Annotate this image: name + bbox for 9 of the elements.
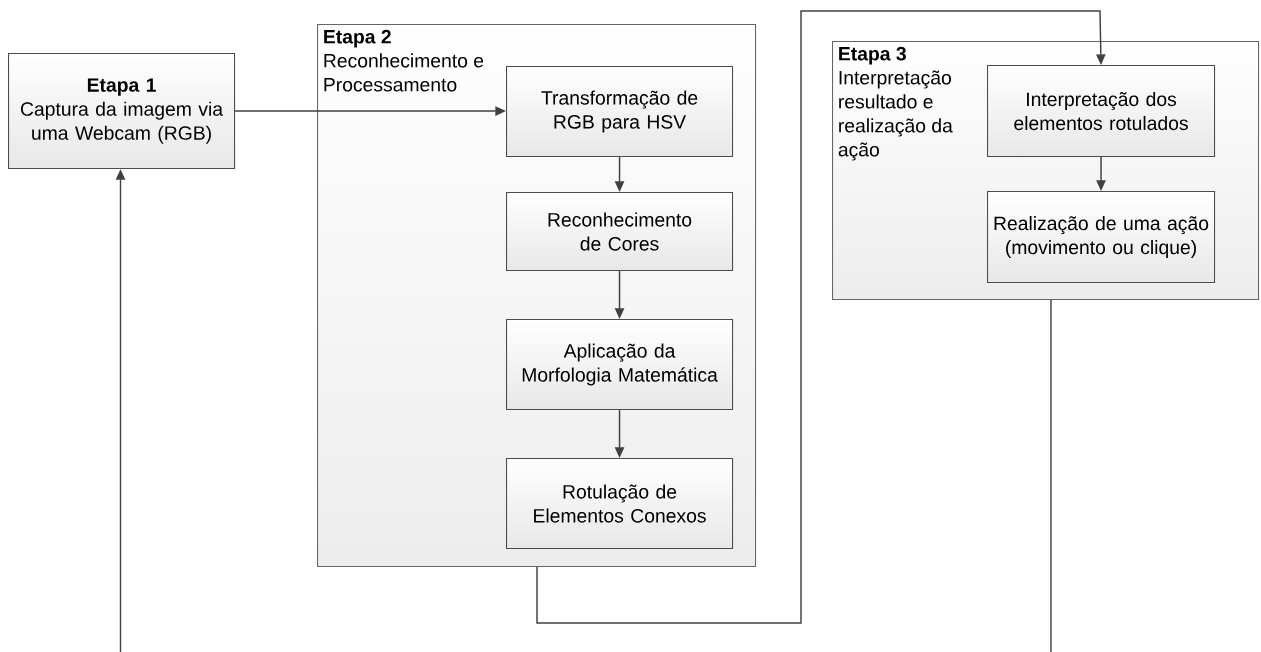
process-box: Interpretação dos elementos rotulados — [987, 65, 1216, 158]
process-box: Rotulação de Elementos Conexos — [506, 458, 734, 550]
process-box: Etapa 1 Captura da imagem via uma Webcam (RGB) — [8, 53, 236, 170]
process-box: Aplicação da Morfologia Matemática — [506, 319, 734, 411]
connector-line — [1050, 299, 1052, 652]
process-box: Realização de uma ação (movimento ou clique) — [987, 191, 1216, 284]
arrow — [536, 10, 1106, 624]
process-box: Transformação de RGB para HSV — [506, 66, 734, 158]
process-box: Reconhecimento de Cores — [506, 192, 734, 272]
